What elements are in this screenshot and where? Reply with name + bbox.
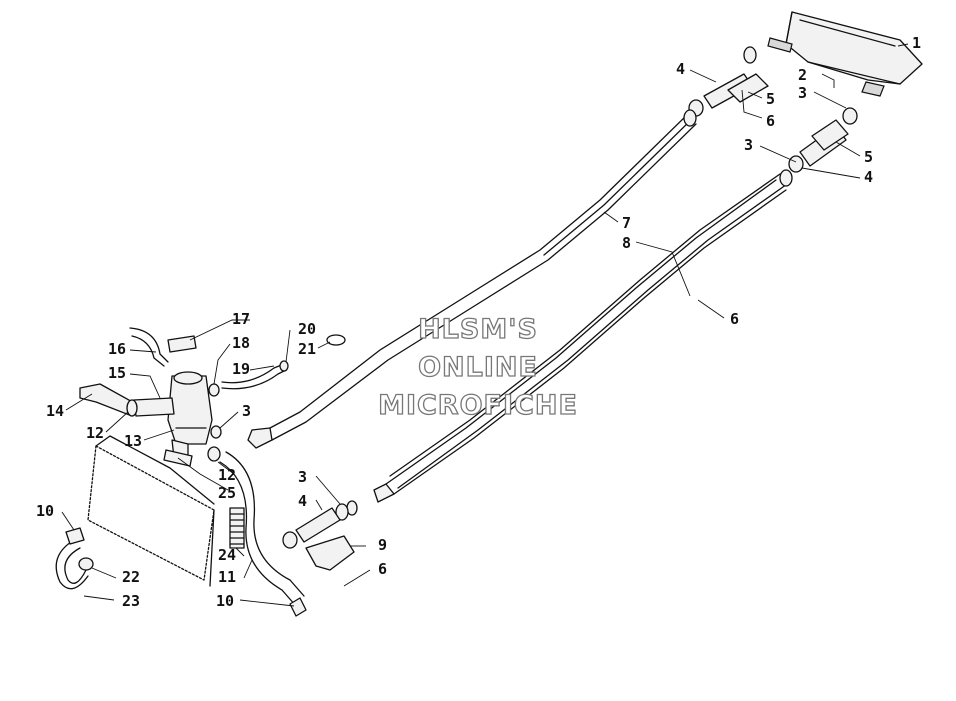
callout-10: 10 <box>36 502 54 520</box>
spring-24 <box>229 507 245 549</box>
callout-24: 24 <box>218 546 236 564</box>
callout-4: 4 <box>298 492 307 510</box>
callout-14: 14 <box>46 402 64 420</box>
callout-3: 3 <box>298 468 307 486</box>
callout-23: 23 <box>122 592 140 610</box>
coolant-reservoir <box>79 327 213 461</box>
hose-11 <box>219 451 307 617</box>
callout-3: 3 <box>242 402 251 420</box>
callout-8: 8 <box>622 234 631 252</box>
callout-12: 12 <box>218 466 236 484</box>
callout-12: 12 <box>86 424 104 442</box>
callout-15: 15 <box>108 364 126 382</box>
watermark-line-2: ONLINE <box>418 352 538 383</box>
callout-6: 6 <box>730 310 739 328</box>
callout-4: 4 <box>676 60 685 78</box>
watermark-line-1: HLSM'S <box>418 314 538 345</box>
callout-11: 11 <box>218 568 236 586</box>
callout-5: 5 <box>864 148 873 166</box>
callout-labels: 1 2 3 4 5 6 3 5 4 7 8 6 17 16 18 19 20 2… <box>36 34 921 610</box>
callout-9: 9 <box>378 536 387 554</box>
hose-23 <box>55 527 94 590</box>
heat-exchanger <box>767 11 923 97</box>
hose-7 <box>247 109 697 449</box>
callout-7: 7 <box>622 214 631 232</box>
callout-17: 17 <box>232 310 250 328</box>
fittings <box>207 334 346 462</box>
callout-6: 6 <box>378 560 387 578</box>
callout-1: 1 <box>912 34 921 52</box>
callout-20: 20 <box>298 320 316 338</box>
callout-5: 5 <box>766 90 775 108</box>
callout-2: 2 <box>798 66 807 84</box>
callout-6: 6 <box>766 112 775 130</box>
watermark-line-3: MICROFICHE <box>378 390 578 421</box>
callout-25: 25 <box>218 484 236 502</box>
callout-18: 18 <box>232 334 250 352</box>
callout-16: 16 <box>108 340 126 358</box>
hose-8 <box>346 169 793 516</box>
callout-21: 21 <box>298 340 316 358</box>
callout-13: 13 <box>124 432 142 450</box>
lower-couplers <box>282 503 355 571</box>
leader-lines <box>61 43 909 607</box>
callout-3: 3 <box>744 136 753 154</box>
callout-3: 3 <box>798 84 807 102</box>
callout-22: 22 <box>122 568 140 586</box>
callout-19: 19 <box>232 360 250 378</box>
watermark: HLSM'S ONLINE MICROFICHE <box>377 313 578 421</box>
callout-10: 10 <box>216 592 234 610</box>
oil-tank <box>87 435 215 587</box>
callout-4: 4 <box>864 168 873 186</box>
